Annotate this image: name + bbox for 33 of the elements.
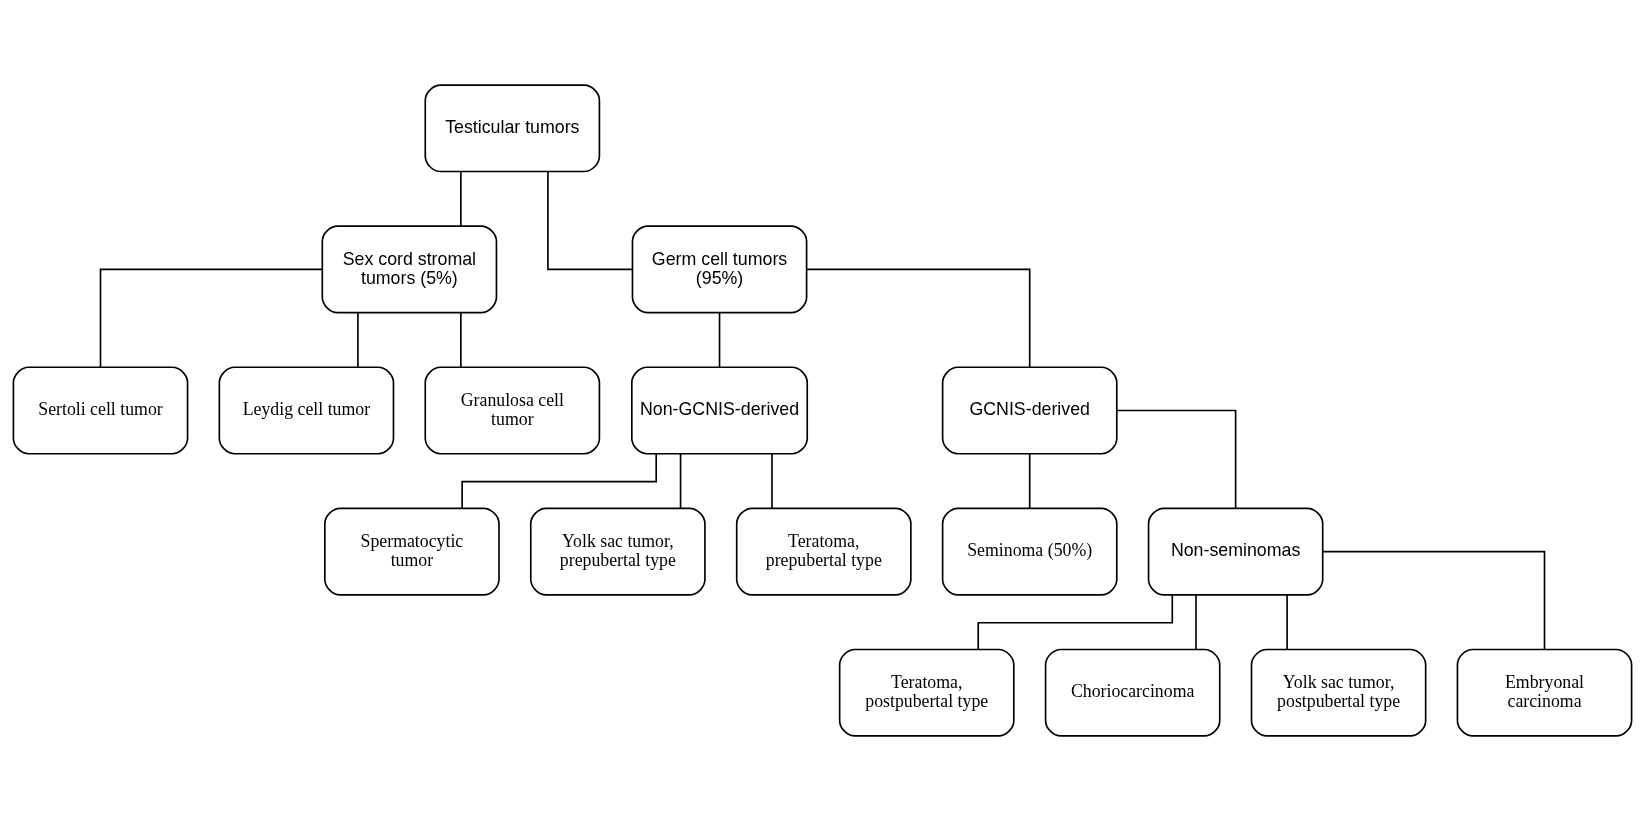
node-box: Testicular tumors [424,84,601,173]
connector [1286,594,1288,650]
node-box: Spermatocytic tumor [324,507,500,596]
connector [99,268,323,368]
connector [547,170,634,271]
node-box: GCNIS-derived [941,366,1118,455]
node-box: Yolk sac tumor, prepubertal type [529,507,706,596]
connector [718,312,721,368]
connector [1028,453,1031,509]
node-box: Sertoli cell tumor [12,366,189,455]
node-box: Non-seminomas [1147,507,1324,596]
node-box: Sex cord stromal tumors (5%) [321,225,498,314]
node-box: Embryonal carcinoma [1456,648,1633,737]
connector [1116,409,1237,509]
connector [805,268,1031,368]
node-box: Seminoma (50%) [941,507,1118,596]
node-box: Germ cell tumors (95%) [631,225,808,314]
node-box: Teratoma, postpubertal type [838,648,1015,737]
connector [461,453,657,509]
connector [1322,550,1546,651]
connector [1195,594,1197,650]
node-box: Yolk sac tumor, postpubertal type [1250,648,1427,737]
node-box: Teratoma, prepubertal type [735,507,912,596]
node-box: Choriocarcinoma [1044,648,1221,737]
node-box: Leydig cell tumor [218,366,395,455]
connector [679,453,682,509]
node-box: Non-GCNIS-derived [631,366,809,455]
connector [460,312,462,368]
connector [460,170,462,227]
connector [357,312,359,368]
connector [771,453,773,509]
connector [977,594,1174,651]
node-box: Granulosa cell tumor [424,366,601,455]
